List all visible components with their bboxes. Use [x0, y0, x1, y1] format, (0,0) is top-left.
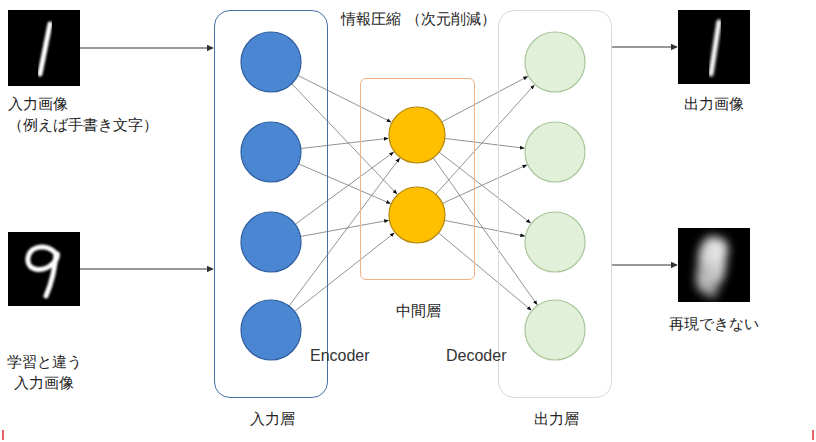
- blurred-output: [696, 236, 728, 298]
- input-image: [8, 10, 80, 86]
- flow-arrow: [612, 265, 677, 266]
- input-neuron: [241, 32, 301, 92]
- node-label: 学習と違う 入力画像: [0, 352, 98, 394]
- weight-line: [442, 76, 528, 121]
- input-neuron: [241, 212, 301, 272]
- output-neuron: [525, 122, 585, 182]
- layer-heading: 情報圧縮 （次元削減）: [341, 9, 496, 30]
- node-label: 中間層: [361, 301, 476, 322]
- flow-arrow: [80, 269, 213, 270]
- flow-arrow: [80, 48, 213, 49]
- digit-nine: [28, 247, 58, 296]
- output-neuron: [525, 212, 585, 272]
- output-image-frame: 出力画像: [678, 10, 750, 84]
- input-image-frame: 学習と違う 入力画像: [8, 232, 80, 306]
- weight-line: [299, 164, 391, 204]
- output-image-frame: 再現できない: [678, 228, 750, 302]
- input-image-frame: 入力画像 （例えば手書き文字）: [8, 10, 80, 86]
- node-label: 再現できない: [654, 314, 774, 335]
- weight-line: [442, 165, 526, 203]
- input-neuron: [241, 300, 301, 360]
- weight-line: [295, 233, 395, 311]
- corner-mark: [3, 430, 813, 440]
- weight-line: [436, 85, 534, 194]
- node-label: 入力層: [215, 409, 329, 430]
- weight-line: [444, 220, 524, 236]
- hidden-layer-box: 情報圧縮 （次元削減）中間層: [360, 78, 475, 280]
- digit-one: [40, 24, 50, 74]
- node-label: 出力層: [499, 409, 613, 430]
- output-neuron: [525, 32, 585, 92]
- input-image: [8, 232, 80, 306]
- weight-line: [295, 152, 393, 224]
- input-layer-box: 入力層: [214, 10, 328, 398]
- weight-line: [298, 75, 391, 122]
- weight-line: [439, 152, 530, 223]
- output-layer-box: 出力層: [498, 10, 612, 398]
- output-image: [678, 228, 750, 302]
- weight-line: [300, 220, 388, 236]
- output-neuron: [525, 300, 585, 360]
- weight-line: [292, 84, 397, 194]
- weight-line: [289, 158, 400, 306]
- output-image: [678, 10, 750, 84]
- weight-line: [439, 233, 532, 310]
- weight-line: [301, 138, 388, 148]
- stage-label: Encoder: [310, 346, 370, 366]
- input-neuron: [241, 122, 301, 182]
- node-label: 出力画像: [660, 94, 768, 115]
- flow-arrow: [612, 47, 677, 48]
- stage-label: Decoder: [446, 346, 506, 366]
- digit-one-output: [711, 22, 719, 74]
- hidden-neuron: [389, 187, 445, 243]
- node-label: 入力画像 （例えば手書き文字）: [8, 94, 178, 136]
- hidden-neuron: [389, 107, 445, 163]
